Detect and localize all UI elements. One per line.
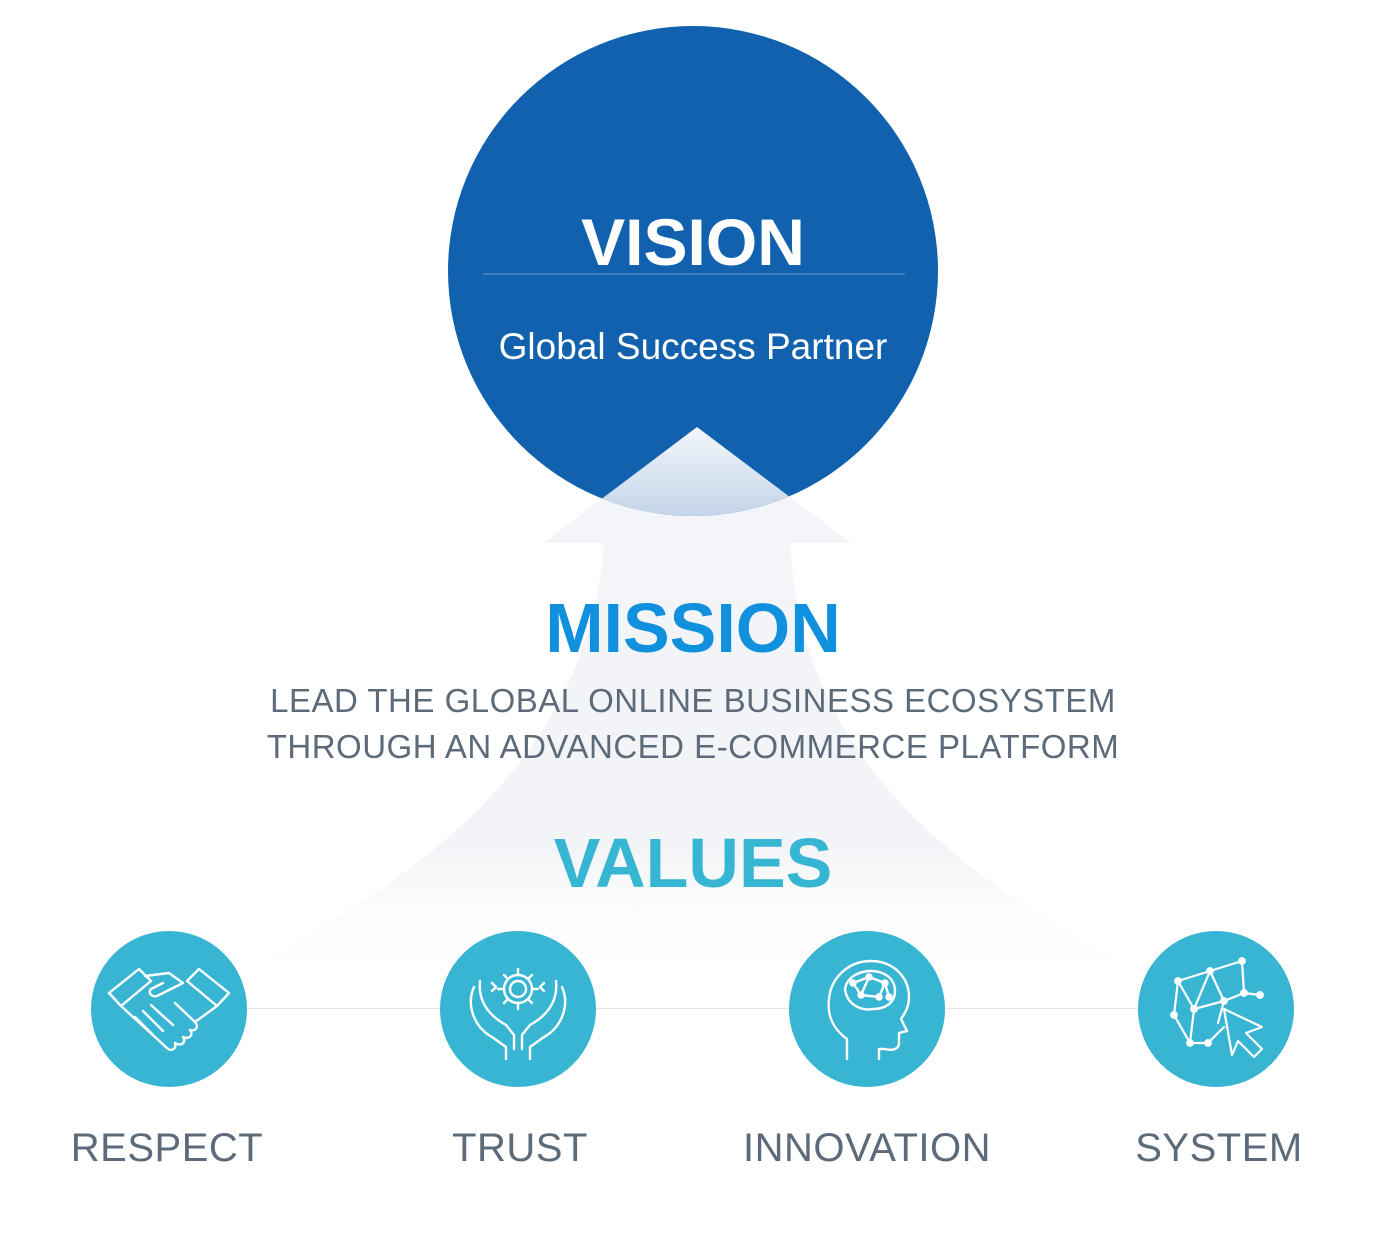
value-label-system: SYSTEM — [1135, 1126, 1303, 1170]
vision-circle: VISION Global Success Partner — [448, 26, 938, 516]
hands-gear-icon — [469, 967, 567, 1061]
value-label-respect: RESPECT — [70, 1126, 264, 1170]
mission-statement: LEAD THE GLOBAL ONLINE BUSINESS ECOSYSTE… — [0, 678, 1386, 770]
values-title: VALUES — [553, 824, 833, 902]
values-connector-line — [170, 1008, 1216, 1009]
mission-line-2: THROUGH AN ADVANCED E-COMMERCE PLATFORM — [266, 728, 1120, 765]
value-respect-circle — [91, 931, 247, 1087]
mission-line-1: LEAD THE GLOBAL ONLINE BUSINESS ECOSYSTE… — [270, 682, 1116, 719]
value-trust-circle — [440, 931, 596, 1087]
vision-subtitle: Global Success Partner — [498, 326, 888, 367]
value-system-circle — [1138, 931, 1294, 1087]
value-innovation-circle — [789, 931, 945, 1087]
network-cursor-icon — [1170, 957, 1264, 1059]
value-label-innovation: INNOVATION — [743, 1126, 991, 1170]
handshake-icon — [107, 967, 231, 1051]
vision-divider — [483, 273, 905, 275]
value-label-trust: TRUST — [452, 1126, 588, 1170]
mission-title: MISSION — [545, 589, 841, 667]
vision-title: VISION — [581, 205, 805, 279]
brain-head-icon — [827, 959, 911, 1061]
